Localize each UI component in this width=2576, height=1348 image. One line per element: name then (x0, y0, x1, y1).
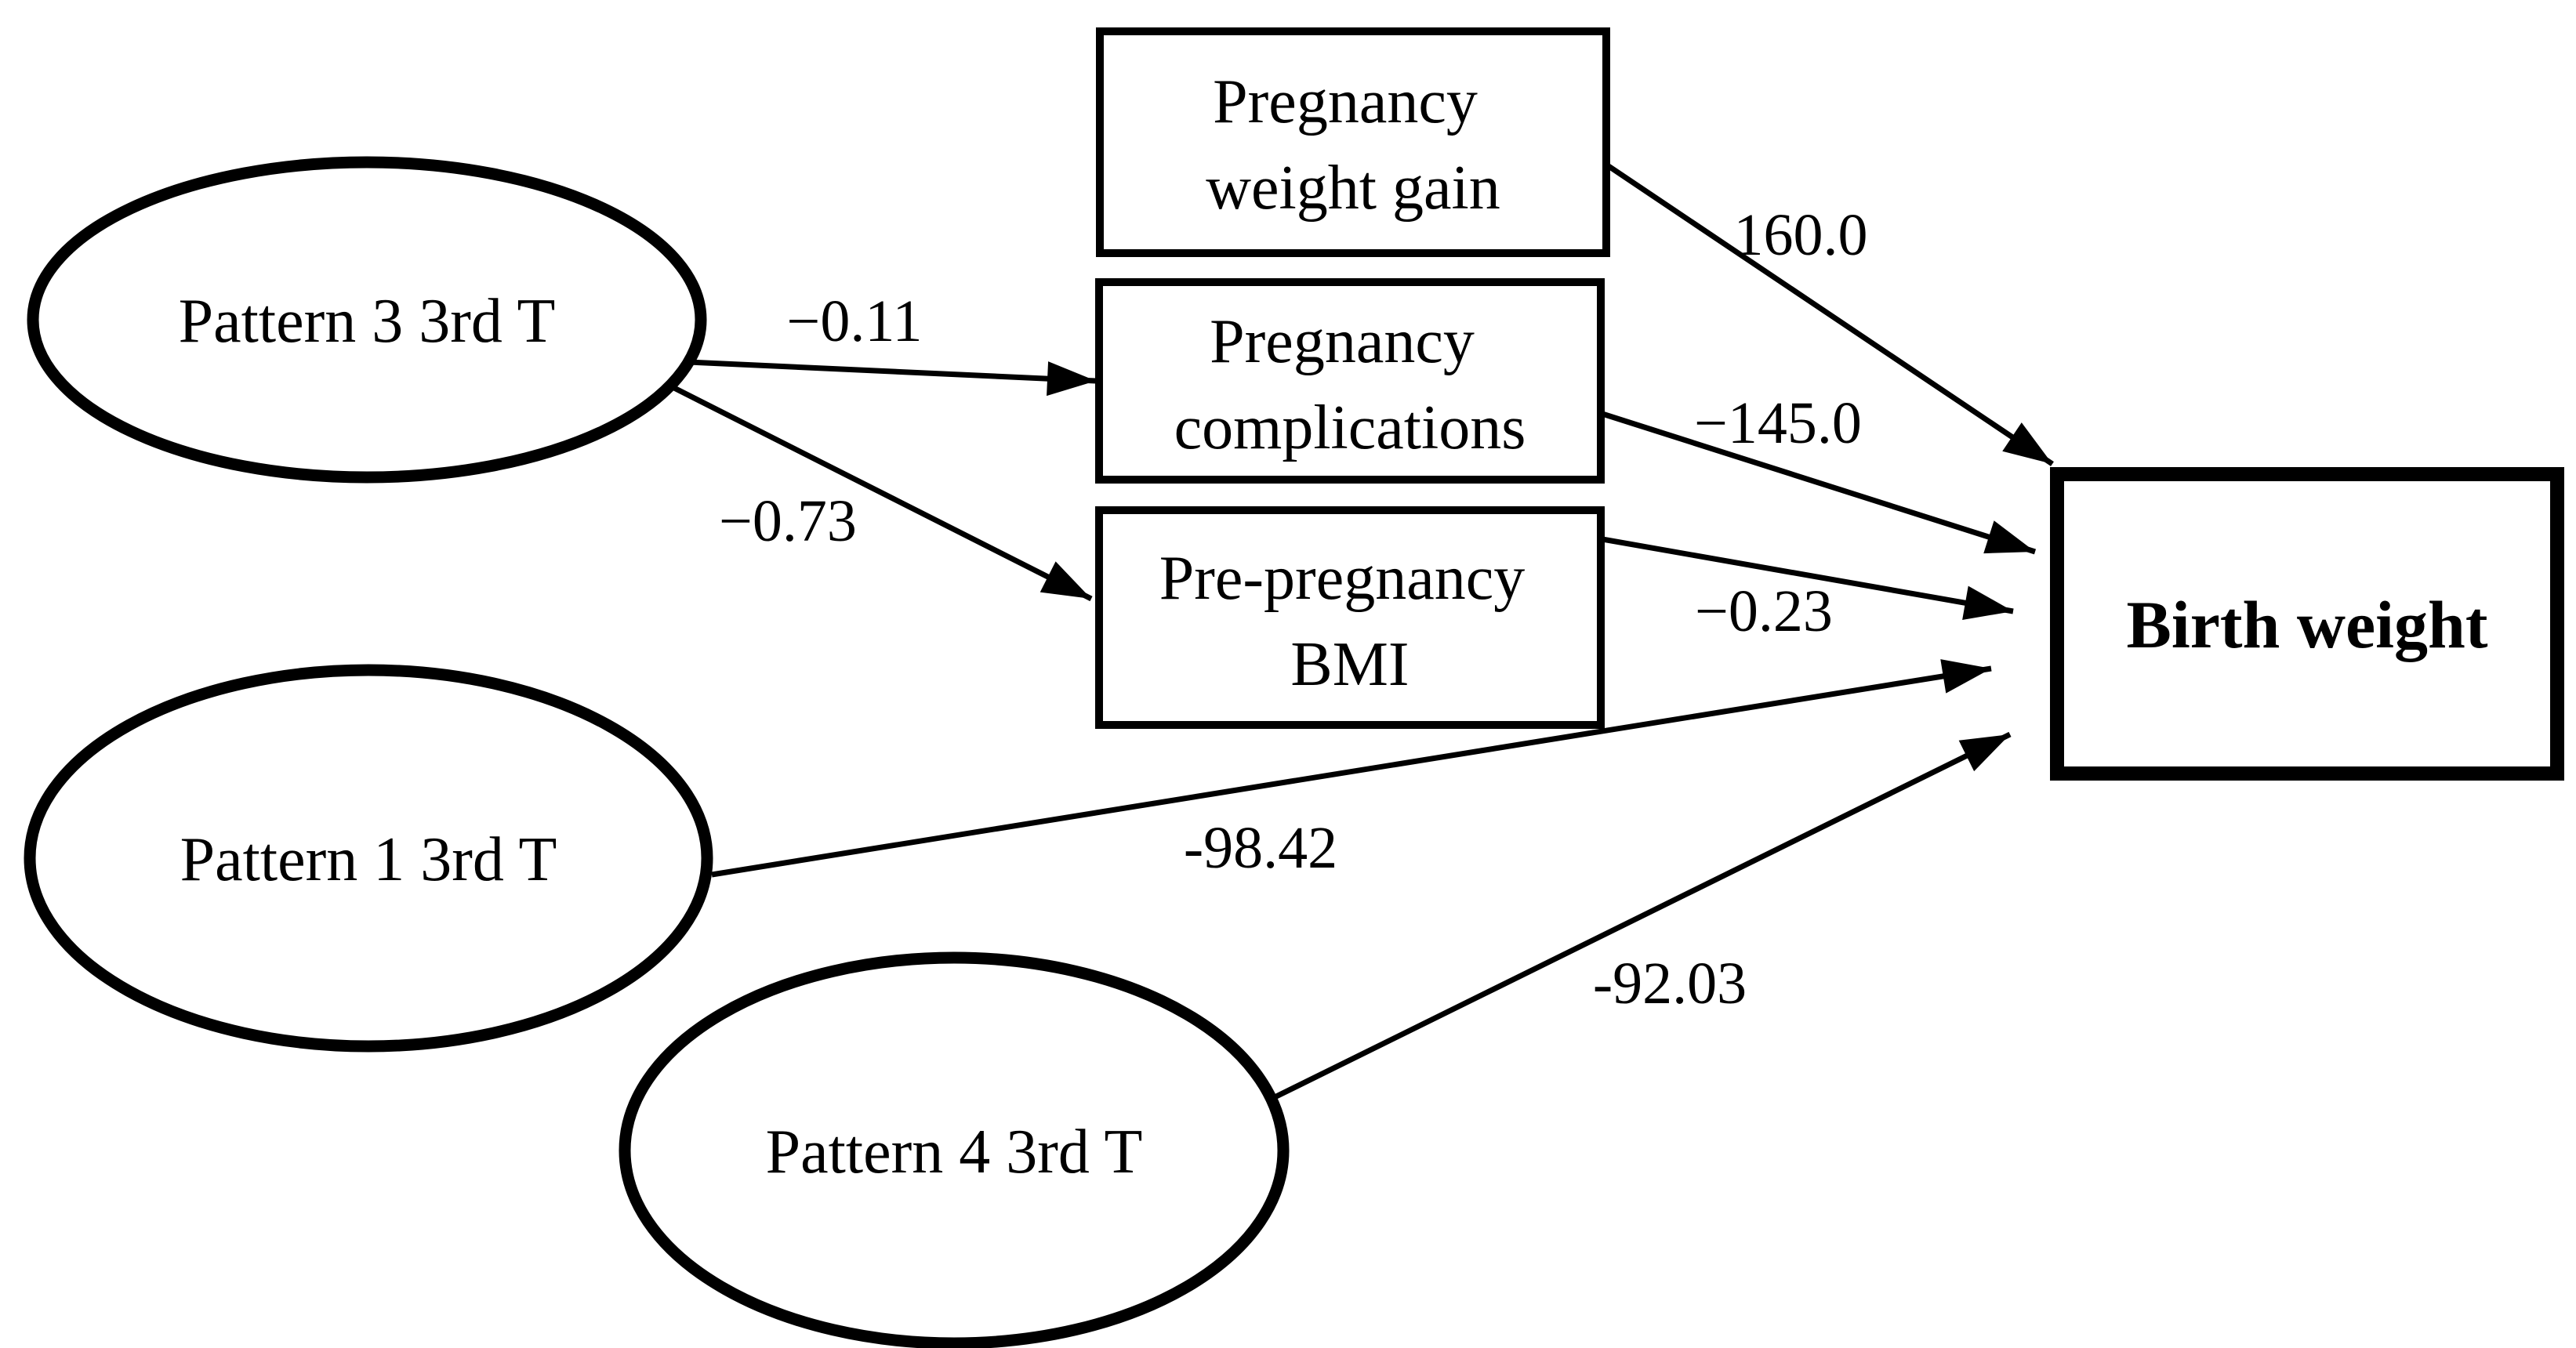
bmi-label: Pre-pregnancy BMI (1159, 544, 1540, 699)
birth-weight-label: Birth weight (2126, 587, 2487, 662)
pattern1-ellipse (24, 664, 713, 1053)
weight-gain-box (1096, 27, 1610, 257)
weight-gain-label-line1: Pregnancy (1213, 67, 1478, 136)
coef-bmi-birth-weight: −0.23 (1695, 578, 1833, 644)
pattern3-label: Pattern 3 3rd T (179, 287, 556, 356)
edge-line-pattern4-birth-weight (1273, 731, 2012, 1100)
outcome-node-birth-weight: Birth weight (2050, 467, 2564, 781)
observed-node-bmi: Pre-pregnancy BMI (1095, 506, 1605, 729)
complications-label-line2: complications (1174, 393, 1526, 462)
coef-pattern1-birth-weight: -98.42 (1184, 815, 1337, 881)
bmi-box (1095, 506, 1605, 729)
observed-node-complications: Pregnancy complications (1095, 278, 1605, 484)
edge-line-pattern3-complications (688, 359, 1097, 397)
latent-node-pattern4: Pattern 4 3rd T (619, 951, 1290, 1348)
complications-label: Pregnancy complications (1174, 307, 1526, 462)
birth-weight-box (2050, 467, 2564, 781)
edge-line-bmi-birth-weight (1602, 536, 2014, 620)
edge-complications-to-birth-weight: −145.0 (1601, 390, 2037, 555)
observed-node-weight-gain: Pregnancy weight gain (1096, 27, 1610, 257)
complications-label-line1: Pregnancy (1210, 307, 1475, 376)
latent-node-pattern3: Pattern 3 3rd T (27, 156, 707, 484)
latent-node-pattern1: Pattern 1 3rd T (24, 664, 713, 1053)
edge-pattern3-to-complications: −0.11 (688, 288, 1097, 397)
coef-pattern4-birth-weight: -92.03 (1593, 951, 1747, 1016)
edge-weight-gain-to-birth-weight: 160.0 (1602, 161, 2054, 466)
edge-pattern1-to-birth-weight: -98.42 (711, 659, 1992, 881)
weight-gain-label-line2: weight gain (1206, 154, 1500, 223)
coef-pattern3-bmi: −0.73 (719, 488, 857, 554)
edge-line-pattern3-bmi (673, 385, 1093, 602)
edge-pattern4-to-birth-weight: -92.03 (1273, 731, 2012, 1100)
pattern3-ellipse (27, 156, 707, 484)
edge-line-weight-gain-birth-weight (1602, 161, 2054, 466)
pattern4-ellipse (619, 951, 1290, 1348)
bmi-label-line1: Pre-pregnancy (1159, 544, 1525, 613)
bmi-label-line2: BMI (1290, 630, 1409, 699)
edge-pattern3-to-bmi: −0.73 (673, 385, 1093, 602)
edge-line-complications-birth-weight (1601, 411, 2037, 555)
pattern1-label: Pattern 1 3rd T (180, 825, 557, 894)
edge-bmi-to-birth-weight: −0.23 (1602, 536, 2014, 644)
coef-complications-birth-weight: −145.0 (1694, 390, 1862, 456)
edge-line-pattern1-birth-weight (711, 659, 1992, 878)
coef-pattern3-complications: −0.11 (786, 288, 922, 354)
weight-gain-label: Pregnancy weight gain (1206, 67, 1500, 223)
coef-weight-gain-birth-weight: 160.0 (1734, 202, 1868, 268)
complications-box (1095, 278, 1605, 484)
pattern4-label: Pattern 4 3rd T (766, 1118, 1143, 1187)
